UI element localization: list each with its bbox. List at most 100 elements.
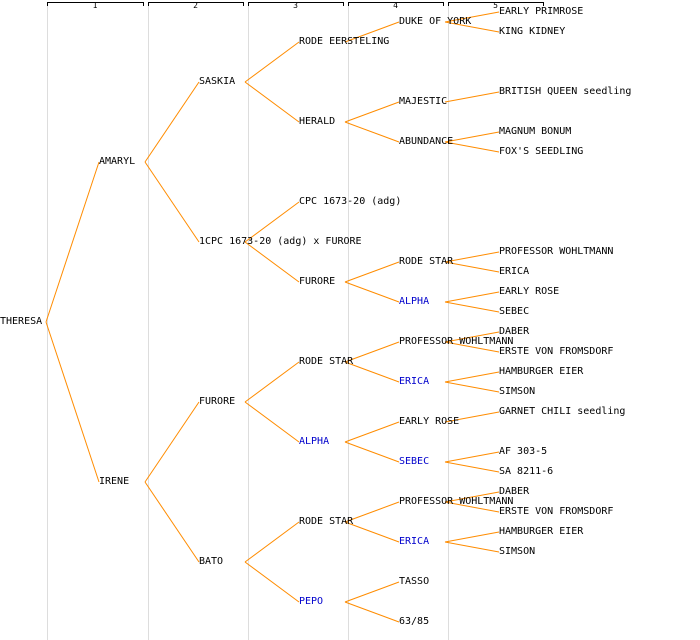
edge-erica_c	[344, 521, 400, 543]
edge-alpha_b	[244, 401, 300, 443]
edge-herald	[244, 81, 300, 123]
node-furore_a: FURORE	[299, 276, 336, 287]
edge-rode_star_a	[344, 261, 400, 283]
node-cpc: CPC 1673-20 (adg)	[299, 196, 402, 207]
node-sebec_a: SEBEC	[499, 306, 530, 317]
node-amaryl: AMARYL	[99, 156, 136, 167]
edge-duke	[344, 21, 400, 43]
node-daber_c: DABER	[499, 486, 530, 497]
node-british_queen: BRITISH QUEEN seedling	[499, 86, 632, 97]
edge-prof_a	[444, 251, 500, 263]
column-number: 1	[92, 1, 98, 10]
edge-furore_a	[244, 241, 300, 283]
edge-fox	[444, 141, 500, 153]
edge-af303	[444, 451, 500, 463]
node-simson_b: SIMSON	[499, 386, 536, 397]
node-simson_c: SIMSON	[499, 546, 536, 557]
node-n6385: 63/85	[399, 616, 430, 627]
node-rode_star_c: RODE STAR	[299, 516, 354, 527]
node-hamburger_b: HAMBURGER EIER	[499, 366, 584, 377]
node-erste_c: ERSTE VON FROMSDORF	[499, 506, 614, 517]
edge-irene	[45, 321, 100, 483]
edge-british_queen	[444, 91, 500, 103]
node-alpha_b: ALPHA	[299, 436, 330, 447]
column-bracket	[248, 2, 344, 6]
node-saskia: SASKIA	[199, 76, 236, 87]
edge-rode_star_c	[244, 521, 300, 563]
edge-prof_b	[344, 341, 400, 363]
node-tasso: TASSO	[399, 576, 430, 587]
edge-daber_c	[444, 491, 500, 503]
node-prof_a: PROFESSOR WOHLTMANN	[499, 246, 614, 257]
node-garnet: GARNET CHILI seedling	[499, 406, 626, 417]
edge-saskia	[144, 81, 200, 163]
node-erica_c: ERICA	[399, 536, 430, 547]
edge-hamburger_c	[444, 531, 500, 543]
edge-sebec_b	[344, 441, 400, 463]
edge-king_kidney	[444, 21, 500, 33]
node-rode_star_b: RODE STAR	[299, 356, 354, 367]
node-theresa: THERESA	[0, 316, 43, 327]
edge-early_rose_b	[344, 421, 400, 443]
node-king_kidney: KING KIDNEY	[499, 26, 566, 37]
edge-erica_b	[344, 361, 400, 383]
edge-hamburger_b	[444, 371, 500, 383]
node-alpha_a: ALPHA	[399, 296, 430, 307]
node-sa8211: SA 8211-6	[499, 466, 554, 477]
edge-rode_eersteling	[244, 41, 300, 83]
edge-sa8211	[444, 461, 500, 473]
node-furore_b: FURORE	[199, 396, 236, 407]
node-early_primrose: EARLY PRIMROSE	[499, 6, 584, 17]
edge-cpc	[244, 201, 300, 243]
node-bato: BATO	[199, 556, 224, 567]
edge-simson_b	[444, 381, 500, 393]
node-rode_star_a: RODE STAR	[399, 256, 454, 267]
node-erica_a: ERICA	[499, 266, 530, 277]
node-early_rose_b: EARLY ROSE	[399, 416, 460, 427]
node-prof_b: PROFESSOR WOHLTMANN	[399, 336, 514, 347]
edge-furore_b	[144, 401, 200, 483]
edge-magnum	[444, 131, 500, 143]
node-abundance: ABUNDANCE	[399, 136, 454, 147]
edge-amaryl	[45, 161, 100, 323]
node-pepo: PEPO	[299, 596, 324, 607]
node-rode_eersteling: RODE EERSTELING	[299, 36, 390, 47]
column-bracket	[148, 2, 244, 6]
column-bracket	[348, 2, 444, 6]
node-sebec_b: SEBEC	[399, 456, 430, 467]
column-bracket	[448, 2, 544, 6]
node-af303: AF 303-5	[499, 446, 548, 457]
node-daber_b: DABER	[499, 326, 530, 337]
edge-majestic	[344, 101, 400, 123]
edge-prof_c	[344, 501, 400, 523]
edge-n6385	[344, 601, 400, 623]
column-number: 5	[493, 1, 498, 10]
column-number: 2	[193, 1, 198, 10]
node-hamburger_c: HAMBURGER EIER	[499, 526, 584, 537]
column-number: 3	[293, 1, 298, 10]
edge-garnet	[444, 411, 500, 423]
column-number: 4	[393, 1, 398, 10]
edge-rode_star_b	[244, 361, 300, 403]
edge-tasso	[344, 581, 400, 603]
edge-erica_a	[444, 261, 500, 273]
node-irene: IRENE	[99, 476, 130, 487]
edge-pepo	[244, 561, 300, 603]
edge-simson_c	[444, 541, 500, 553]
edge-early_rose_a	[444, 291, 500, 303]
edge-sebec_a	[444, 301, 500, 313]
node-erste_b: ERSTE VON FROMSDORF	[499, 346, 614, 357]
edge-daber_b	[444, 331, 500, 343]
edge-erste_b	[444, 341, 500, 353]
edge-erste_c	[444, 501, 500, 513]
column-bracket	[47, 2, 144, 6]
node-duke: DUKE OF YORK	[399, 16, 472, 27]
node-erica_b: ERICA	[399, 376, 430, 387]
edge-cpc_cross	[144, 161, 200, 243]
node-magnum: MAGNUM BONUM	[499, 126, 572, 137]
node-herald: HERALD	[299, 116, 336, 127]
edge-alpha_a	[344, 281, 400, 303]
node-cpc_cross: 1CPC 1673-20 (adg) x FURORE	[199, 236, 362, 247]
edge-early_primrose	[444, 11, 500, 23]
